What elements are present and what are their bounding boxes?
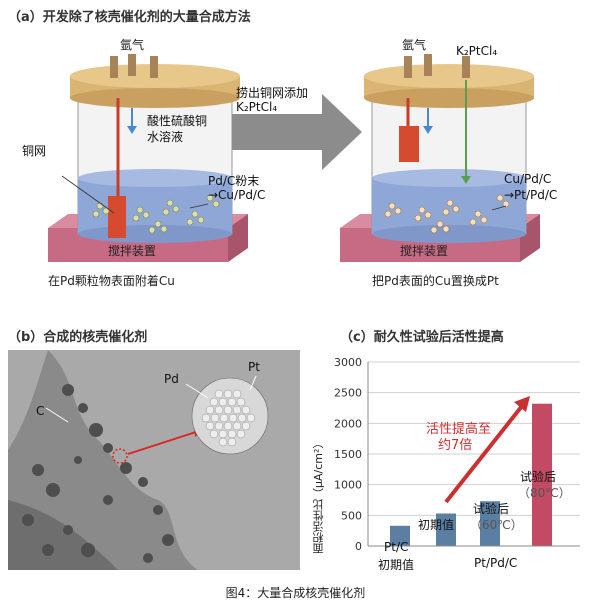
right-powder-label-2: →Pt/Pd/C [504,188,558,202]
process-arrow [232,94,362,170]
panel-a-title: （a）开发除了核壳催化剂的大量合成方法 [8,10,251,25]
figure-caption: 图4：大量合成核壳催化剂 [225,586,366,600]
right-reagent-label: K₂PtCl₄ [456,44,498,58]
right-vessel [364,54,534,243]
bar-3 [532,403,552,546]
left-vessel [61,54,240,243]
bar-1 [436,513,456,546]
right-stirrer-label: 搅拌装置 [400,244,449,258]
left-powder-label-1: Pd/C粉末 [208,174,260,188]
bar-label-60c-2: （60℃） [470,518,523,532]
improvement-arrow [444,396,530,504]
y-tick-label: 2500 [334,387,362,400]
tem-micrograph [8,350,300,570]
y-tick-label: 500 [341,509,362,522]
panel-c-title: （c）耐久性试验后活性提高 [340,330,504,345]
bar-label-initial: 初期值 [418,518,455,532]
pd-label: Pd [164,372,179,386]
right-powder-label-1: Cu/Pd/C [504,172,552,186]
left-solution-label-1: 酸性硫酸铜 [147,114,208,128]
carbon-label: C [36,404,45,418]
improvement-annotation-1: 活性提高至 [426,422,492,437]
synthesis-diagram [48,54,540,262]
left-gas-label: 氩气 [120,38,145,52]
y-tick-label: 2000 [334,417,362,430]
arrow-label-1: 捞出铜网添加 [236,86,309,100]
right-step-caption: 把Pd表面的Cu置换成Pt [372,274,499,288]
y-tick-label: 1500 [334,448,362,461]
y-tick-label: 0 [355,540,362,553]
activity-bar-chart: 0 500 1000 1500 2000 2500 3000 [334,356,580,553]
improvement-annotation-2: 约7倍 [438,438,473,453]
group-label-ptc: Pt/C [384,540,409,554]
panel-b-title: （b）合成的核壳催化剂 [8,330,148,345]
y-axis-label: 面积活性比（μA/cm²） [312,437,325,554]
copper-mesh-label: 铜网 [22,144,47,158]
pt-label: Pt [248,360,260,374]
left-step-caption: 在Pd颗粒物表面附着Cu [48,274,175,288]
left-powder-label-2: →Cu/Pd/C [208,188,266,202]
arrow-label-2: K₂PtCl₄ [236,100,278,114]
bar-2 [480,501,500,546]
bar-label-80c-1: 试验后 [520,470,557,484]
bar-label-60c-1: 试验后 [473,502,510,516]
group-label-ptpdc: Pt/Pd/C [474,556,518,570]
core-shell-model [191,377,269,455]
group-label-ptc-initial: 初期值 [378,558,415,572]
left-solution-label-2: 水溶液 [147,130,184,144]
bar-0 [390,525,410,546]
left-stirrer-label: 搅拌装置 [108,244,157,258]
bar-label-80c-2: （80℃） [518,486,571,500]
y-tick-label: 1000 [334,479,362,492]
y-tick-label: 3000 [334,356,362,369]
right-gas-label: 氩气 [402,38,427,52]
